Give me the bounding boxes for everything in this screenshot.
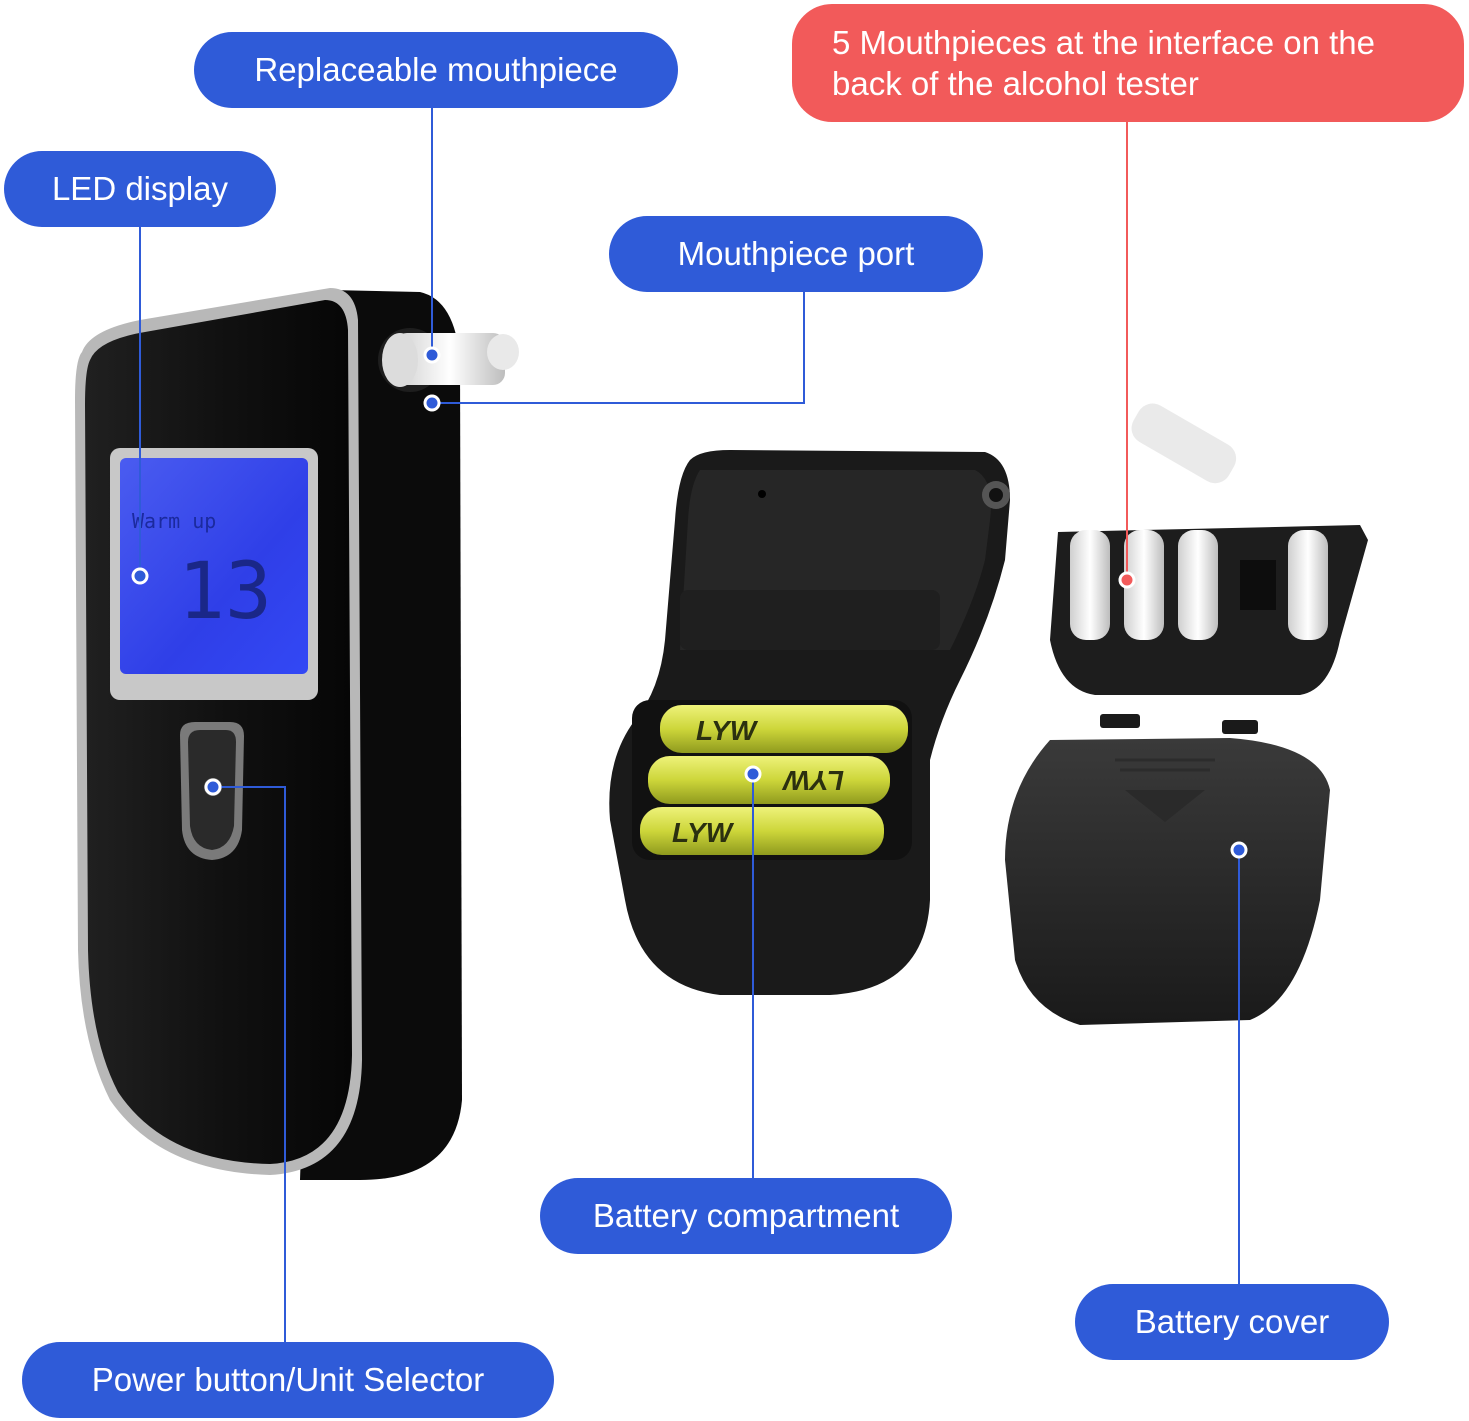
callout-dot	[744, 765, 762, 783]
battery-2: LYW	[648, 756, 890, 804]
label-replaceable-mouthpiece: Replaceable mouthpiece	[194, 32, 678, 108]
breathalyzer-front: Warm up 13	[75, 288, 519, 1180]
lcd-screen	[120, 458, 308, 674]
callout-dot	[204, 778, 222, 796]
label-led-display: LED display	[4, 151, 276, 227]
mouthpiece-holder	[1050, 525, 1368, 695]
callout-dot	[423, 346, 441, 364]
callout-lines	[139, 108, 1240, 1342]
battery-brand-label: LYW	[781, 765, 844, 796]
spare-mouthpiece	[1178, 530, 1218, 640]
battery-3: LYW	[640, 807, 884, 855]
label-battery-cover: Battery cover	[1075, 1284, 1389, 1360]
replaceable-mouthpiece	[382, 333, 519, 387]
label-battery-compartment: Battery compartment	[540, 1178, 952, 1254]
label-mouthpiece-port: Mouthpiece port	[609, 216, 983, 292]
spare-mouthpiece	[1070, 530, 1110, 640]
battery-1: LYW	[660, 705, 908, 753]
callout-line-power	[213, 786, 286, 1342]
battery-brand-label: LYW	[696, 715, 759, 746]
callout-dot	[1118, 571, 1136, 589]
callout-dot	[423, 394, 441, 412]
lcd-countdown: 13	[178, 547, 272, 637]
callout-dots	[131, 346, 1248, 859]
label-power-button: Power button/Unit Selector	[22, 1342, 554, 1418]
callout-line-port	[432, 292, 805, 404]
label-five-mouthpieces: 5 Mouthpieces at the interface on the ba…	[792, 4, 1464, 122]
breathalyzer-back: LYW LYW LYW	[609, 450, 1010, 995]
battery-cover	[1005, 714, 1330, 1025]
spare-mouthpiece	[1124, 530, 1164, 640]
lcd-status-text: Warm up	[132, 509, 216, 533]
loose-mouthpiece	[1131, 403, 1237, 484]
callout-dot	[1230, 841, 1248, 859]
callout-dot	[131, 567, 149, 585]
battery-brand-label: LYW	[672, 817, 735, 848]
spare-mouthpiece	[1288, 530, 1328, 640]
